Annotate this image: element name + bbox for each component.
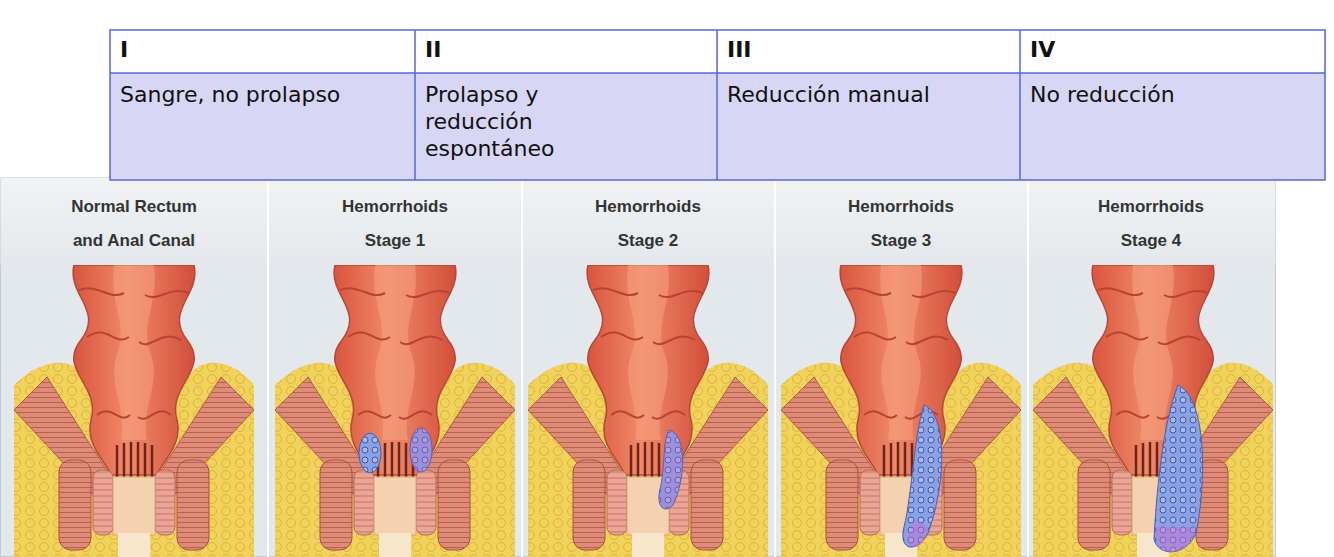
rectum-stage-1	[275, 265, 515, 557]
table-body-cell: No reducción	[1030, 81, 1315, 108]
table-body-cell: Prolapso y reducción espontáneo	[425, 81, 610, 162]
table-header-cell: II	[425, 36, 707, 64]
panel-header-band	[1, 178, 1276, 265]
rectum-normal	[14, 265, 254, 557]
column-heading: Hemorrhoids Stage 4	[1076, 190, 1226, 258]
column-heading: Hemorrhoids Stage 1	[320, 190, 470, 258]
table-header-cell: IV	[1030, 36, 1315, 64]
table-header-cell: III	[727, 36, 1010, 64]
rectum-stage-2	[528, 265, 768, 557]
panel-ground	[1, 178, 1276, 557]
column-heading: Hemorrhoids Stage 2	[573, 190, 723, 258]
column-heading: Normal Rectum and Anal Canal	[59, 190, 209, 258]
table-grid	[110, 30, 1325, 180]
rectum-stage-3	[781, 265, 1021, 557]
table-body-cell: Sangre, no prolapso	[120, 81, 405, 108]
table-header-cell: I	[120, 36, 405, 64]
column-heading: Hemorrhoids Stage 3	[826, 190, 976, 258]
rectum-stage-4	[1033, 265, 1273, 557]
column-dividers	[268, 178, 1028, 557]
table-body-cell: Reducción manual	[727, 81, 1010, 108]
grade-table	[110, 30, 1325, 180]
